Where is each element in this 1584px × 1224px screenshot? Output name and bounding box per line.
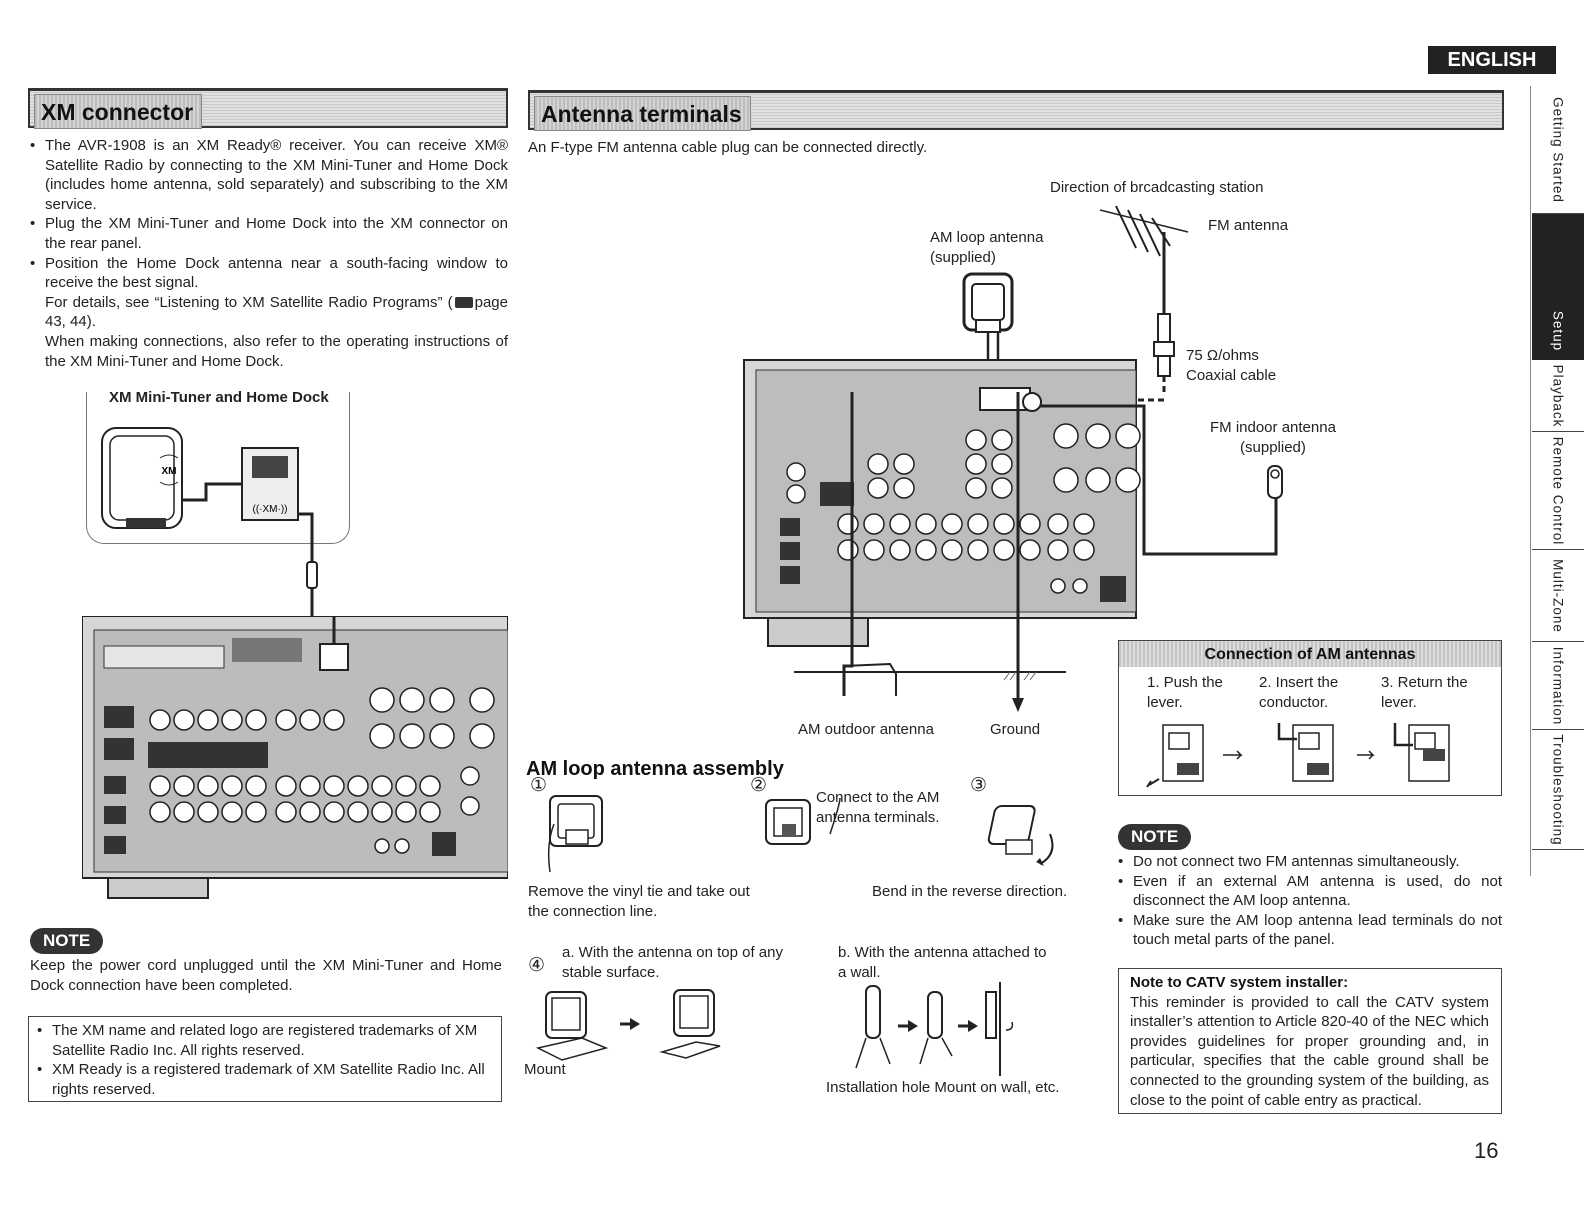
- am-step-2: 2. Insert the conductor.: [1259, 674, 1339, 711]
- tab-playback[interactable]: Playback: [1532, 360, 1584, 432]
- xm-dock-drawing: XM ((·XM·)): [101, 427, 318, 618]
- antenna-diagram: [743, 205, 1283, 712]
- am-step-3: 3. Return the lever.: [1381, 674, 1468, 711]
- xm-note-badge: NOTE: [30, 928, 104, 954]
- antenna-notes: Do not connect two FM antennas simultane…: [1118, 852, 1502, 950]
- antenna-note-badge: NOTE: [1118, 824, 1192, 850]
- step4b-text: b. With the antenna attached to a wall.: [838, 944, 1047, 981]
- install-label: Installation hole Mount on wall, etc.: [826, 1079, 1060, 1096]
- xm-details: For details, see “Listening to XM Satell…: [45, 293, 508, 331]
- xm-dock-illustration: XM Mini-Tuner and Home Dock: [86, 389, 350, 544]
- label-fm-antenna: FM antenna: [1208, 217, 1289, 234]
- tab-getting-started[interactable]: Getting Started: [1532, 86, 1584, 214]
- xm-body: The AVR-1908 is an XM Ready® receiver. Y…: [30, 136, 508, 371]
- am-step-1: 1. Push the lever.: [1147, 674, 1223, 711]
- dock-logo: ((·XM·)): [253, 504, 288, 515]
- step2-text: Connect to the AM antenna terminals.: [816, 789, 940, 826]
- assembly-drawings: [535, 795, 1054, 1076]
- xm-logo: XM: [162, 466, 177, 477]
- antenna-note-item: Make sure the AM loop antenna lead termi…: [1118, 911, 1502, 950]
- label-am-outdoor: AM outdoor antenna: [798, 721, 934, 738]
- tab-setup[interactable]: Setup: [1532, 214, 1584, 360]
- antenna-note-item: Even if an external AM antenna is used, …: [1118, 872, 1502, 911]
- step-number-2: ②: [750, 775, 768, 796]
- xm-note-text: Keep the power cord unplugged until the …: [30, 957, 502, 994]
- step1-text: Remove the vinyl tie and take out the co…: [528, 883, 750, 920]
- page-ref-icon: [454, 297, 473, 309]
- trademark-item: The XM name and related logo are registe…: [37, 1021, 491, 1060]
- page-number: 16: [1474, 1138, 1499, 1163]
- am-steps-drawing: [1146, 723, 1450, 788]
- catv-box: Note to CATV system installer: This remi…: [1118, 968, 1502, 1114]
- label-ground: Ground: [990, 721, 1041, 738]
- xm-rear-panel: [82, 616, 508, 899]
- xm-bullet: Position the Home Dock antenna near a so…: [30, 254, 508, 293]
- tab-information[interactable]: Information: [1532, 642, 1584, 730]
- antenna-note-item: Do not connect two FM antennas simultane…: [1118, 852, 1502, 872]
- catv-text: This reminder is provided to call the CA…: [1130, 993, 1489, 1109]
- xm-when-connecting: When making connections, also refer to t…: [45, 332, 508, 370]
- step-number-4: ④: [528, 955, 546, 976]
- label-coax: 75 Ω/ohms Coaxial cable: [1186, 347, 1277, 384]
- antenna-intro: An F-type FM antenna cable plug can be c…: [528, 139, 928, 156]
- mount-label: Mount: [524, 1061, 566, 1078]
- tab-remote-control[interactable]: Remote Control: [1532, 432, 1584, 550]
- step-number-3: ③: [970, 775, 988, 796]
- tab-multi-zone[interactable]: Multi-Zone: [1532, 550, 1584, 642]
- step4a-text: a. With the antenna on top of any stable…: [562, 944, 783, 981]
- step3-text: Bend in the reverse direction.: [872, 883, 1068, 900]
- label-fm-indoor: FM indoor antenna (supplied): [1210, 419, 1336, 456]
- xm-bullet: Plug the XM Mini-Tuner and Home Dock int…: [30, 214, 508, 253]
- antenna-section-title: Antenna terminals: [528, 90, 1504, 131]
- am-connection-box: Connection of AM antennas 1. Push the le…: [1118, 640, 1502, 796]
- step-number-1: ①: [530, 775, 548, 796]
- catv-title: Note to CATV system installer:: [1130, 974, 1349, 991]
- am-connection-title: Connection of AM antennas: [1119, 641, 1501, 667]
- xm-section-title: XM connector: [28, 88, 508, 129]
- trademark-item: XM Ready is a registered trademark of XM…: [37, 1060, 491, 1099]
- assembly-title: AM loop antenna assembly: [526, 758, 784, 780]
- xm-trademark-box: The XM name and related logo are registe…: [28, 1016, 502, 1102]
- tab-troubleshooting[interactable]: Troubleshooting: [1532, 730, 1584, 850]
- xm-bullet: The AVR-1908 is an XM Ready® receiver. Y…: [30, 136, 508, 214]
- language-badge: ENGLISH: [1428, 46, 1556, 74]
- label-direction: Direction of brcadcasting station: [1050, 179, 1264, 196]
- dock-label: XM Mini-Tuner and Home Dock: [105, 389, 333, 406]
- label-am-loop: AM loop antenna (supplied): [930, 229, 1044, 266]
